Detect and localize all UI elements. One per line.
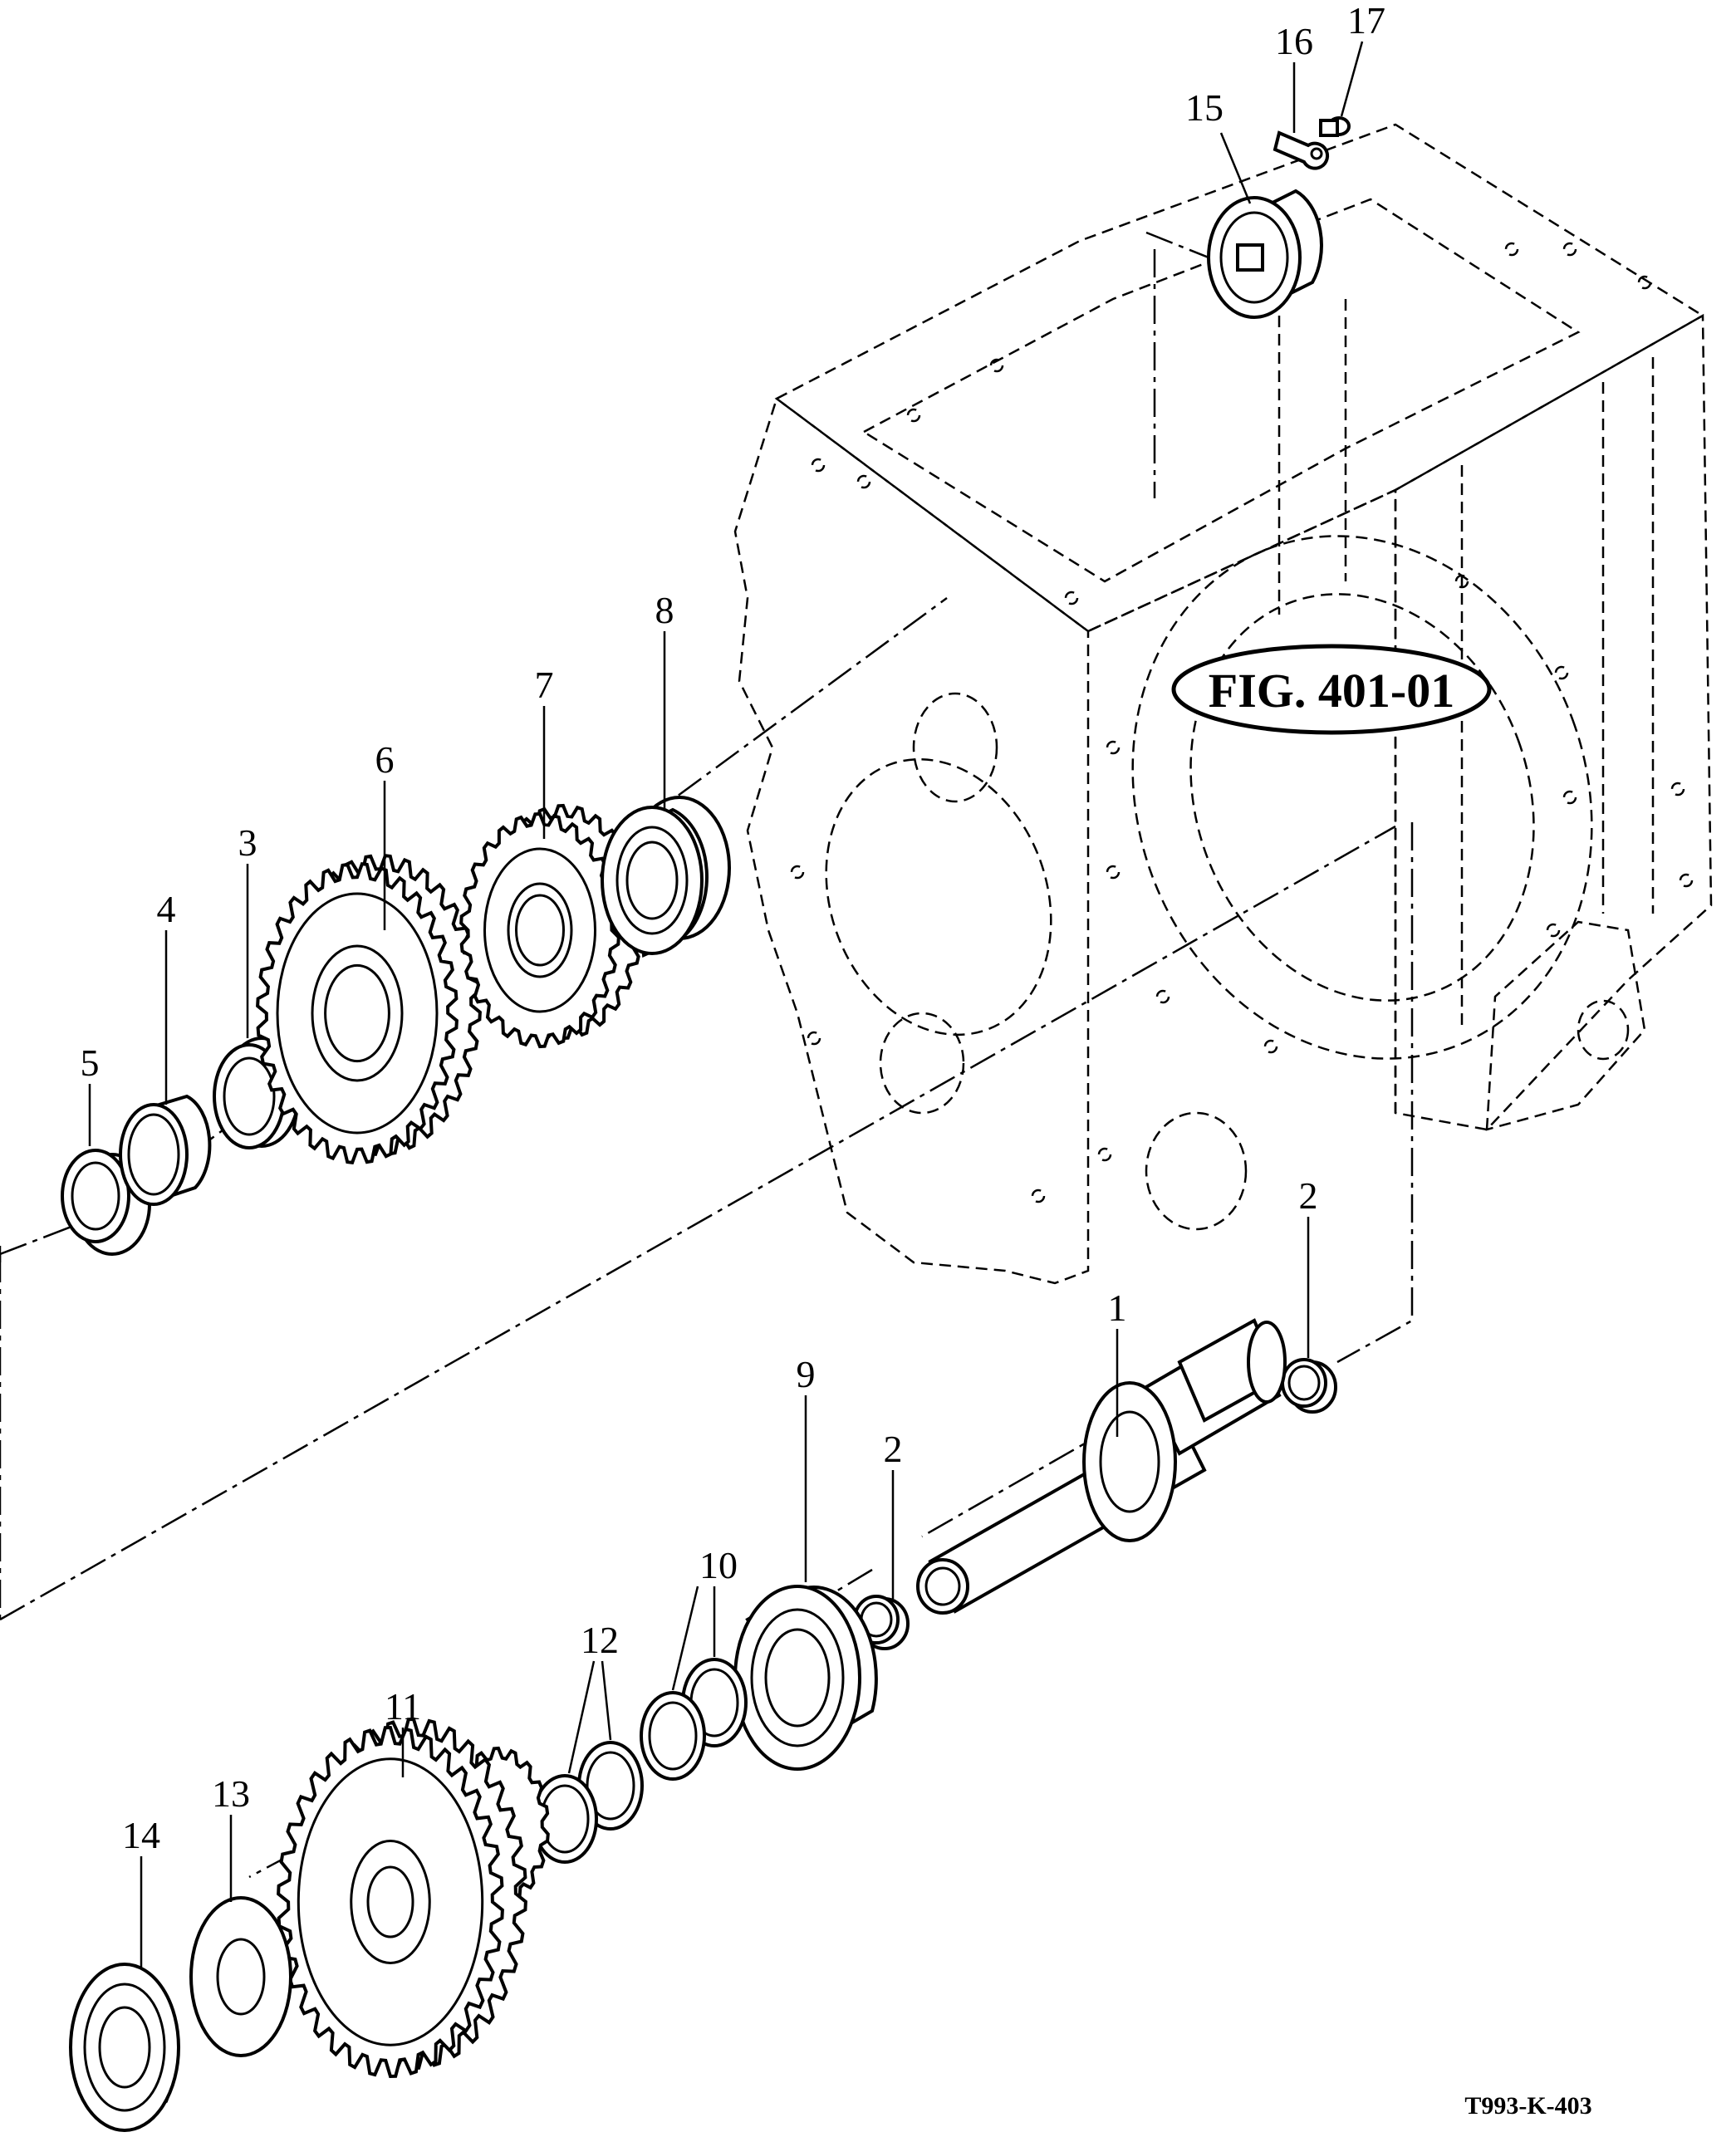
part-16-lock-plate (1273, 130, 1330, 170)
part-11-gear (277, 1717, 550, 2079)
drawing-number: T993-K-403 (1464, 2092, 1591, 2120)
callout-labels: 1 2 2 3 4 5 6 7 8 9 10 11 12 13 14 15 16… (81, 0, 1386, 1856)
callout-7: 7 (535, 664, 554, 706)
callout-1: 1 (1108, 1287, 1127, 1329)
part-9-shifter-sleeve (733, 1585, 878, 1771)
callout-2-upper: 2 (1299, 1174, 1318, 1217)
callout-5: 5 (81, 1042, 100, 1084)
part-14-ball-bearing (69, 1963, 180, 2132)
callout-12: 12 (581, 1619, 619, 1661)
callout-15: 15 (1185, 86, 1224, 129)
callout-3: 3 (238, 821, 257, 864)
callout-6: 6 (375, 738, 395, 781)
assembly-centerlines (0, 231, 1414, 1879)
part-1-shaft (916, 1318, 1287, 1615)
callout-13: 13 (212, 1772, 250, 1815)
callout-11: 11 (385, 1685, 421, 1728)
part-13-thrust-washer (189, 1896, 292, 2057)
figure-reference-label: FIG. 401-01 (1209, 664, 1454, 718)
callout-2-lower: 2 (884, 1428, 903, 1470)
part-12-needle-bearings (532, 1741, 644, 1864)
part-2-collar-upper (1281, 1358, 1337, 1414)
part-15-seal-cover (1207, 189, 1323, 319)
callout-16: 16 (1275, 20, 1313, 62)
part-8-ball-bearing (601, 796, 731, 958)
callout-10: 10 (699, 1544, 738, 1586)
leader-lines (88, 41, 1364, 1968)
part-10-needle-bearings (640, 1658, 748, 1781)
callout-8: 8 (655, 589, 674, 631)
part-4-collar (119, 1094, 212, 1206)
part-6-gear (256, 854, 482, 1164)
callout-9: 9 (797, 1353, 816, 1395)
part-17-bolt (1319, 116, 1351, 137)
transmission-housing-phantom (733, 123, 1713, 1285)
figure-reference-callout: FIG. 401-01 (1171, 644, 1492, 735)
parts-group (61, 116, 1351, 2132)
callout-17: 17 (1347, 0, 1385, 42)
callout-4: 4 (157, 888, 176, 930)
callout-14: 14 (122, 1814, 160, 1856)
